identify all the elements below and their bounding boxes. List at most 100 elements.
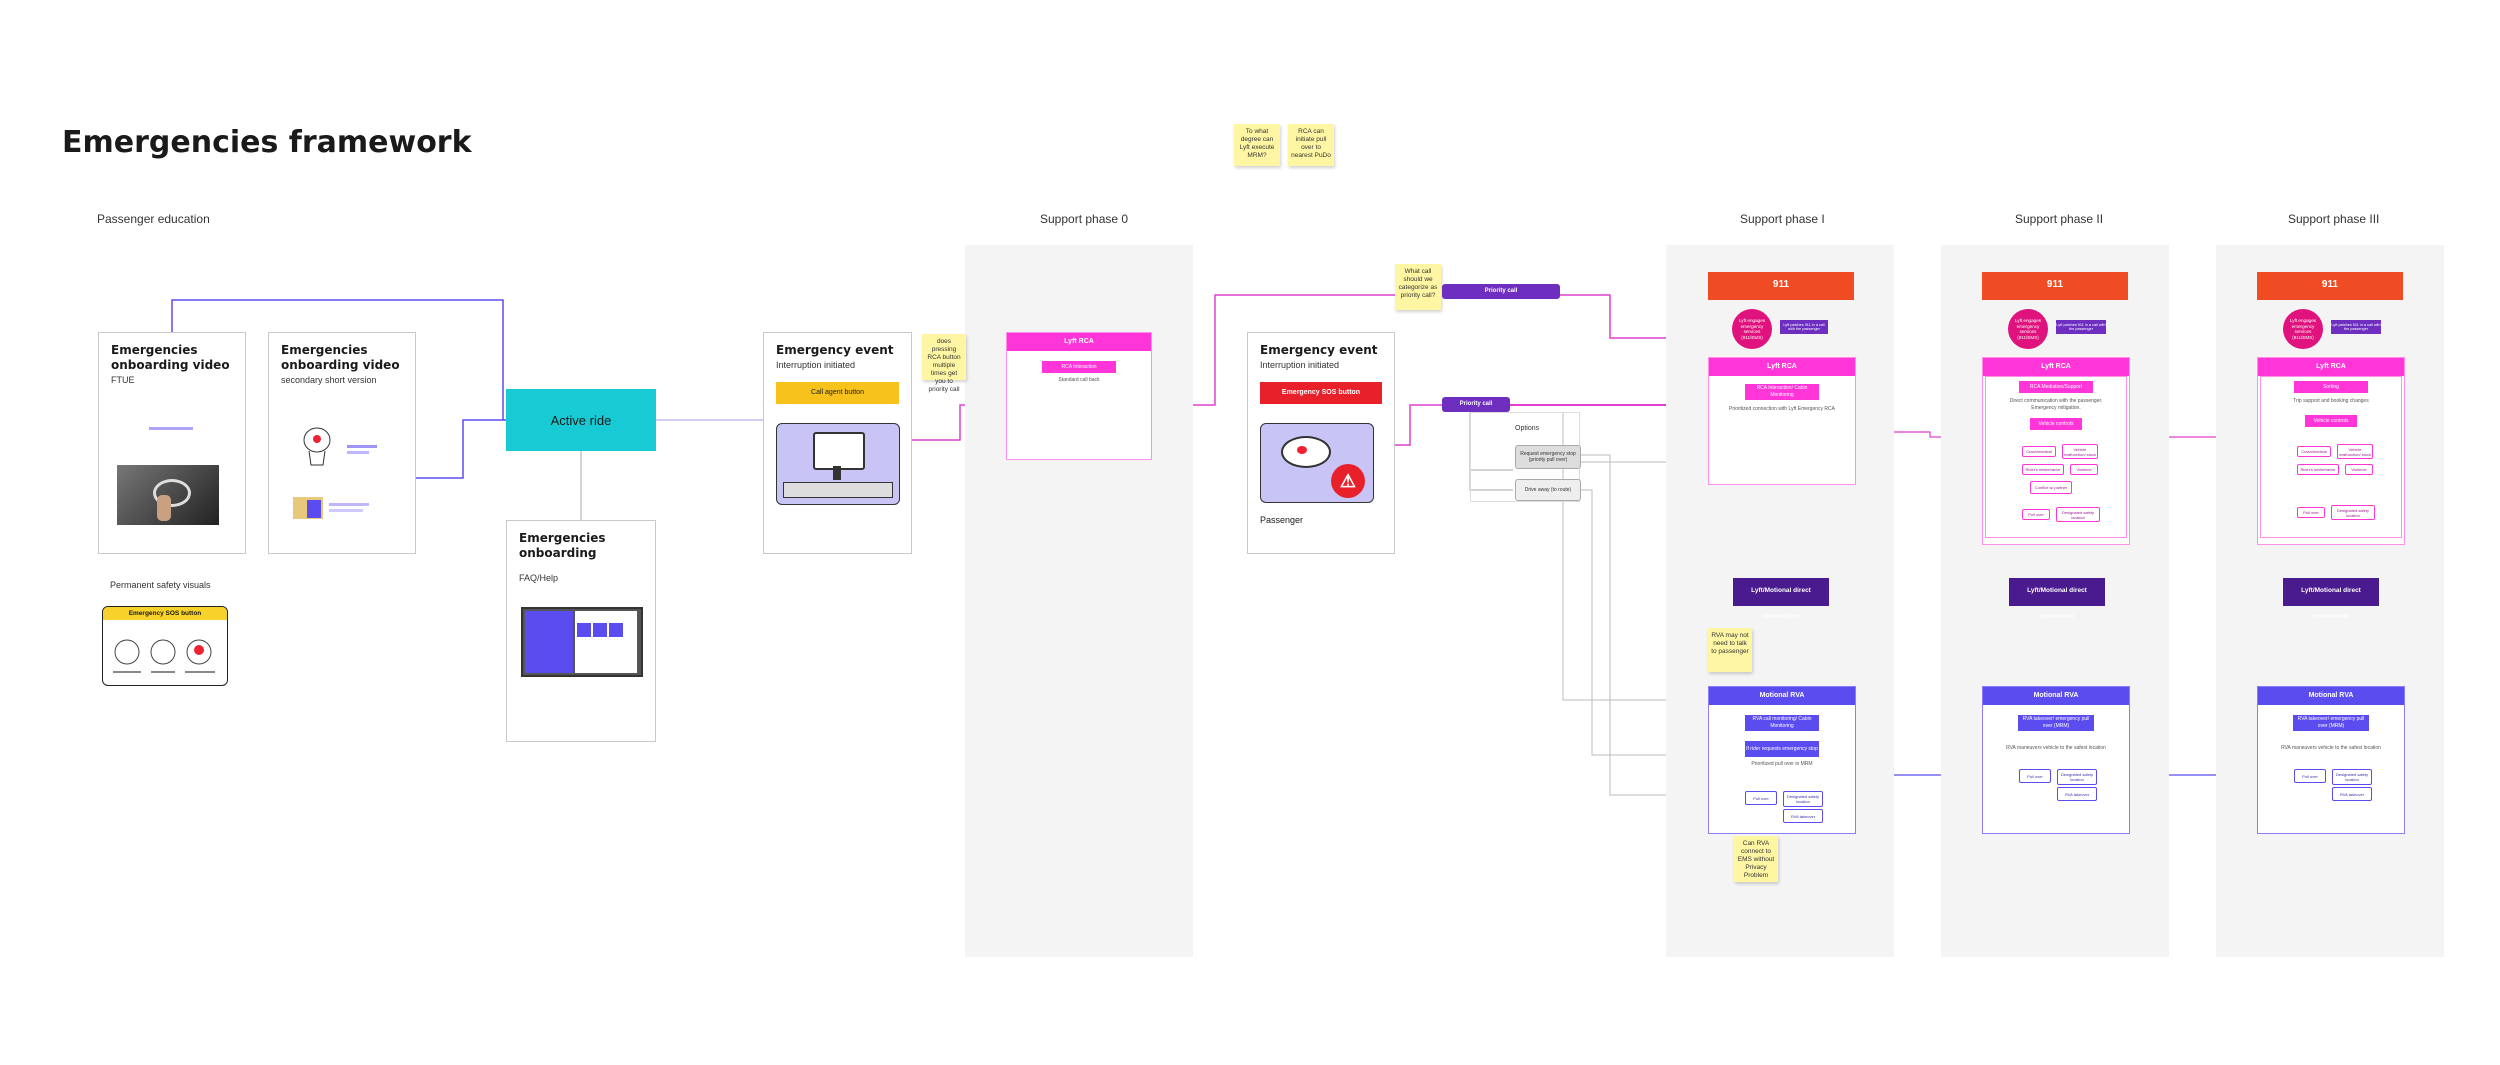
rca-chip: RCA Interaction [1042,361,1116,373]
control-chip[interactable]: Conflict w/ partner [2030,481,2072,494]
active-ride-node[interactable]: Active ride [506,389,656,451]
rva-chip: If rider requests emergency stop [1745,741,1819,757]
card-subtitle: Interruption initiated [1260,360,1382,370]
drive-away-option[interactable]: Drive away (to route) [1515,479,1581,501]
direct-connection-box[interactable]: Lyft/Motional direct connection [2009,578,2105,606]
section-label: Permanent safety visuals [110,580,211,590]
sos-steps-illustration [103,620,227,684]
onboarding-faq-card[interactable]: Emergencies onboarding FAQ/Help [506,520,656,742]
card-subtitle: FTUE [111,375,233,385]
control-chip[interactable]: Vehicle malfunction/ stuck [2062,444,2098,459]
emergency-911-box[interactable]: 911 [1982,272,2128,300]
card-footer: Passenger [1260,515,1303,525]
sos-illustration: ⚠ [1260,423,1374,503]
control-chip[interactable]: Violence [2070,464,2098,475]
emergency-event-sos-card[interactable]: Emergency event Interruption initiated E… [1247,332,1395,554]
control-chip[interactable]: Designated safety location [2056,507,2100,522]
emergency-911-box[interactable]: 911 [1708,272,1854,300]
card-title: Emergencies onboarding video [111,343,233,373]
engage-911-circle[interactable]: Lyft engages emergency services (911/EMS… [2008,309,2048,349]
sos-visual-header: Emergency SOS button [103,607,227,620]
sticky-note[interactable]: RVA may not need to talk to passenger [1708,628,1752,672]
rva-box[interactable]: Motional RVA RVA call monitoring/ Cabin … [1708,686,1856,834]
call-agent-button[interactable]: Call agent button [776,382,899,404]
rva-header: Motional RVA [1983,687,2129,705]
card-subtitle: secondary short version [281,375,403,385]
action-chip[interactable]: RVA takeover [2057,787,2097,801]
emergency-event-card[interactable]: Emergency event Interruption initiated C… [763,332,912,554]
action-chip[interactable]: Pull over [2019,769,2051,783]
warning-icon: ⚠ [1331,464,1365,498]
rca-box[interactable]: Lyft RCA RCA Interaction/ Cabin Monitori… [1708,357,1856,485]
sticky-note[interactable]: To what degree can Lyft execute MRM? [1234,124,1280,166]
card-subtitle: FAQ/Help [519,573,643,583]
rva-text: RVA maneuvers vehicle to the safest loca… [1983,745,2129,752]
faq-screenshot [521,607,643,677]
patch-911-note: Lyft patches 911 in a call with the pass… [2056,320,2106,334]
rva-header: Motional RVA [1709,687,1855,705]
action-chip[interactable]: Pull over [1745,791,1777,805]
section-label: Support phase II [2015,212,2103,226]
control-chip[interactable]: Designated safety location [2331,505,2375,520]
rca-text: Prioritized connection with Lyft Emergen… [1709,406,1855,413]
sos-safety-visual: Emergency SOS button [102,606,228,686]
control-chip[interactable]: Vehicle malfunction/ stuck [2337,444,2373,459]
rca-box[interactable]: Lyft RCA RCA Mediation/Support Direct co… [1982,357,2130,545]
sticky-note[interactable]: What call should we categorize as priori… [1395,264,1441,310]
rva-box[interactable]: Motional RVA RVA takeover/ emergency pul… [2257,686,2405,834]
action-chip[interactable]: RVA takeover [1783,809,1823,823]
caption-line [149,427,193,430]
rca-header: Lyft RCA [1709,358,1855,376]
action-chip[interactable]: Pull over [2294,769,2326,783]
action-chip[interactable]: Designated safety location [2057,769,2097,785]
rca-inner: Sorting Trip support and booking changes… [2260,376,2402,538]
priority-call-pill[interactable]: Priority call [1442,284,1560,299]
control-chip[interactable]: Pull over [2022,509,2050,520]
card-title: Emergencies onboarding [519,531,643,561]
priority-call-pill[interactable]: Priority call [1442,397,1510,412]
action-chip[interactable]: RVA takeover [2332,787,2372,801]
onboarding-video-short-card[interactable]: Emergencies onboarding video secondary s… [268,332,416,554]
action-chip[interactable]: Designated safety location [2332,769,2372,785]
sticky-note[interactable]: Can RVA connect to EMS without Privacy P… [1734,836,1778,882]
options-label: Options [1515,425,1539,432]
section-label: Passenger education [97,212,210,226]
vehicle-controls-chip: Vehicle controls [2030,418,2082,430]
rca-chip: RCA Interaction/ Cabin Monitoring [1745,384,1819,400]
rca-chip: RCA Mediation/Support [2019,381,2093,393]
rca-header: Lyft RCA [2258,358,2404,376]
rva-text: RVA maneuvers vehicle to the safest loca… [2258,745,2404,752]
engage-911-circle[interactable]: Lyft engages emergency services (911/EMS… [1732,309,1772,349]
caption-line [347,445,377,448]
direct-connection-box[interactable]: Lyft/Motional direct connection [2283,578,2379,606]
rca-box[interactable]: Lyft RCA Sorting Trip support and bookin… [2257,357,2405,545]
control-chip[interactable]: Crash/medical [2022,446,2056,457]
phase0-rca-box[interactable]: Lyft RCA RCA Interaction Standard call b… [1006,332,1152,460]
rca-header: Lyft RCA [1983,358,2129,376]
control-chip[interactable]: Rider's misbehavior [2022,464,2064,475]
onboarding-video-card[interactable]: Emergencies onboarding video FTUE [98,332,246,554]
control-chip[interactable]: Pull over [2297,507,2325,518]
control-chip[interactable]: Crash/medical [2297,446,2331,457]
card-subtitle: Interruption initiated [776,360,899,370]
caption-line [329,509,363,512]
sticky-note[interactable]: does pressing RCA button multiple times … [922,334,966,380]
screen-illustration [776,423,900,505]
action-chip[interactable]: Designated safety location [1783,791,1823,807]
rva-box[interactable]: Motional RVA RVA takeover/ emergency pul… [1982,686,2130,834]
engage-911-circle[interactable]: Lyft engages emergency services (911/EMS… [2283,309,2323,349]
rva-chip: RVA call monitoring/ Cabin Monitoring [1745,715,1819,731]
sticky-note[interactable]: RCA can initiate pull over to nearest Pu… [1288,124,1334,166]
video-thumbnail [117,465,219,525]
control-chip[interactable]: Rider's misbehavior [2297,464,2339,475]
card-title: Emergency event [776,343,899,358]
emergency-stop-option[interactable]: Request emergency stop (priority pull ov… [1515,445,1581,469]
control-chip[interactable]: Violence [2345,464,2373,475]
rva-chip: RVA takeover/ emergency pull over (MRM) [2293,715,2369,731]
rva-chip: RVA takeover/ emergency pull over (MRM) [2018,715,2094,731]
emergency-911-box[interactable]: 911 [2257,272,2403,300]
direct-connection-box[interactable]: Lyft/Motional direct connection [1733,578,1829,606]
emergency-sos-button[interactable]: Emergency SOS button [1260,382,1382,404]
caption-line [347,451,369,454]
rva-header: Motional RVA [2258,687,2404,705]
